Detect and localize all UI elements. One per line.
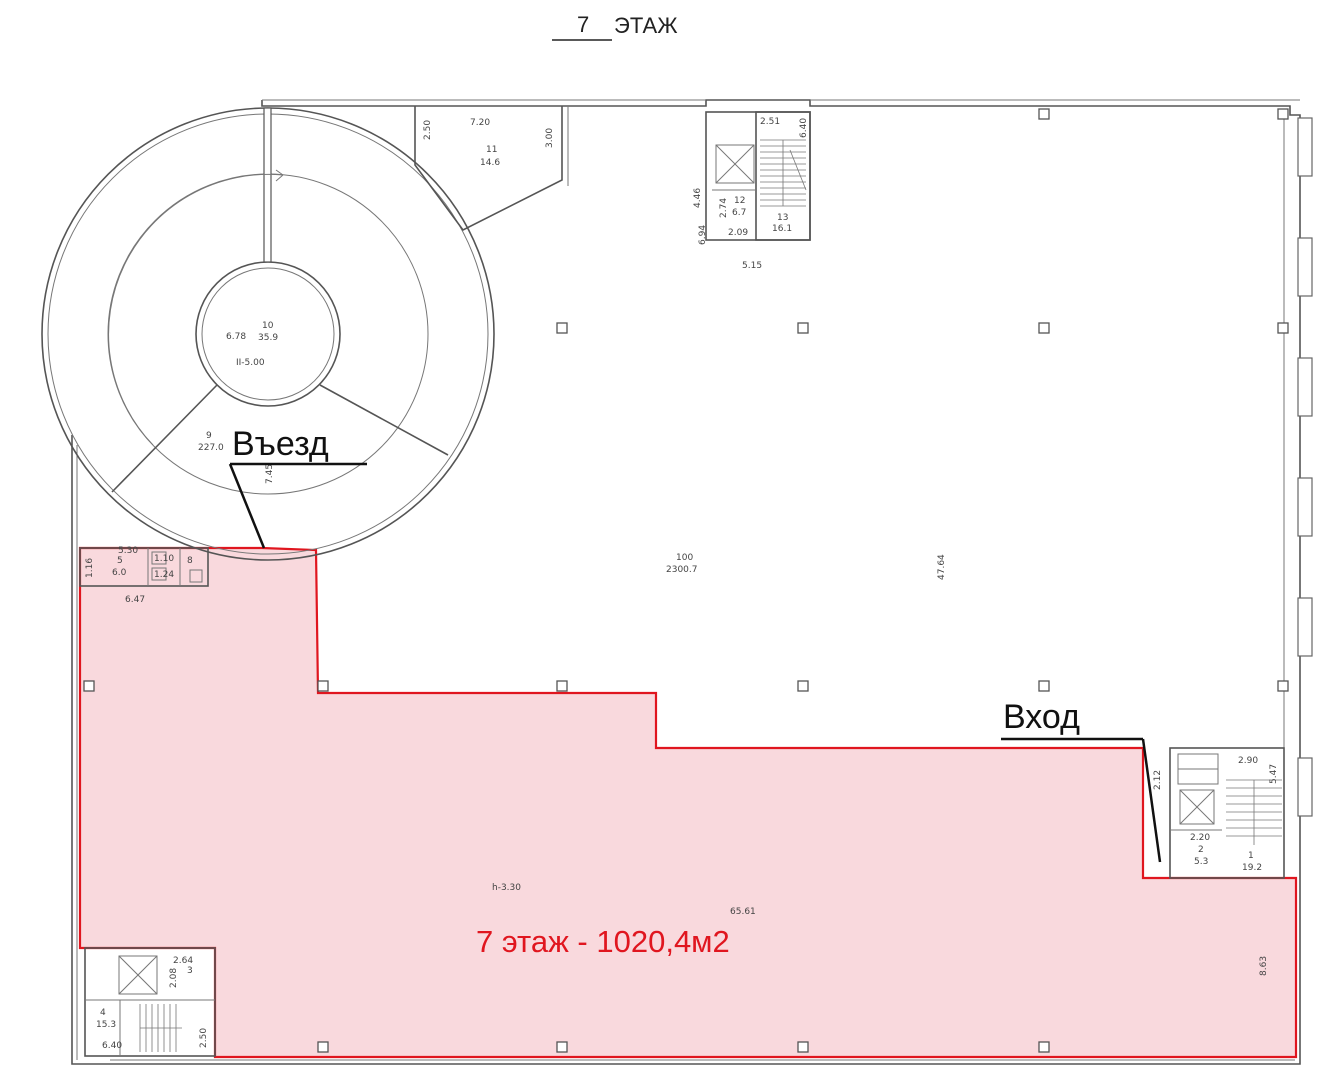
room-number: 4 [100, 1008, 106, 1018]
room-number: 13 [777, 213, 788, 223]
dimension: 4.46 [693, 188, 703, 208]
dimension: 5.15 [742, 261, 762, 271]
entry-ramp-callout: Въезд [228, 425, 367, 549]
dimension: 5.47 [1269, 764, 1279, 784]
room-number: 8 [187, 556, 193, 566]
dimension: h-3.30 [492, 883, 521, 893]
room-area: 6.0 [112, 568, 127, 578]
room-area: 19.2 [1242, 863, 1262, 873]
room-area: 15.3 [96, 1020, 116, 1030]
dimension: 3.00 [545, 128, 555, 148]
dimension: 2.90 [1238, 756, 1258, 766]
room-area: 227.0 [198, 443, 224, 453]
dimension: 2.09 [728, 228, 748, 238]
dimension: II-5.00 [236, 358, 265, 368]
dimension: 2.12 [1153, 770, 1163, 790]
entry-ramp-label: Въезд [232, 425, 329, 463]
dimension: 2.20 [1190, 833, 1210, 843]
dimension: 2.50 [199, 1028, 209, 1048]
spiral-ramp [41, 107, 495, 561]
core-top [705, 111, 811, 241]
dimension: 5.30 [118, 546, 138, 556]
dimension: 2.51 [760, 117, 780, 127]
building-outline [71, 99, 1301, 1065]
room-number: 2 [1198, 845, 1204, 855]
room-number: 1 [1248, 851, 1254, 861]
dimension: 6.40 [102, 1041, 122, 1051]
dimension: 2.74 [719, 198, 729, 218]
dimension: 47.64 [937, 554, 947, 580]
entrance-label: Вход [1003, 698, 1080, 736]
highlighted-area [78, 546, 1298, 1059]
core-bottom-right [1169, 747, 1285, 879]
room-area: 14.6 [480, 158, 500, 168]
room-area: 2300.7 [666, 565, 698, 575]
room-number: 3 [187, 966, 193, 976]
dimension: 2.64 [173, 956, 193, 966]
rooms-5-8 [79, 547, 209, 587]
room-area: 5.3 [1194, 857, 1208, 867]
room-number: 12 [734, 196, 745, 206]
dimension: 7.20 [470, 118, 490, 128]
dimension: 1.10 [154, 554, 174, 564]
room-area: 35.9 [258, 333, 278, 343]
floor-title: ЭТАЖ [614, 13, 678, 38]
dimension: 8.63 [1259, 956, 1269, 976]
room-number: 100 [676, 553, 693, 563]
columns [83, 108, 1289, 1053]
room-area: 6.7 [732, 208, 746, 218]
dimension: 6.47 [125, 595, 145, 605]
room-number: 10 [262, 321, 274, 331]
room-number: 5 [117, 556, 123, 566]
floor-number: 7 [577, 12, 589, 37]
dimension: 2.08 [169, 968, 179, 988]
area-caption: 7 этаж - 1020,4м2 [476, 924, 730, 959]
dimension: 6.94 [698, 225, 708, 245]
dimension: 6.78 [226, 332, 246, 342]
dimension: 1.24 [154, 570, 174, 580]
room-area: 16.1 [772, 224, 792, 234]
dimension: 7.45 [265, 464, 275, 484]
room-labels: 11 14.6 12 6.7 13 16.1 10 35.9 9 227.0 1… [96, 145, 1262, 1030]
dimension: 6.40 [799, 118, 809, 138]
window-strips [1297, 117, 1313, 817]
entrance-callout: Вход [1001, 698, 1162, 863]
room-number: 9 [206, 431, 212, 441]
dimension: 1.16 [85, 558, 95, 578]
room-number: 11 [486, 145, 497, 155]
dimension: 65.61 [730, 907, 756, 917]
dimension: 2.50 [423, 120, 433, 140]
core-bottom-left [84, 947, 216, 1057]
dimension-labels: 7.20 2.50 3.00 2.51 6.40 4.46 2.74 2.09 … [85, 117, 1279, 1051]
room-11 [414, 106, 569, 232]
